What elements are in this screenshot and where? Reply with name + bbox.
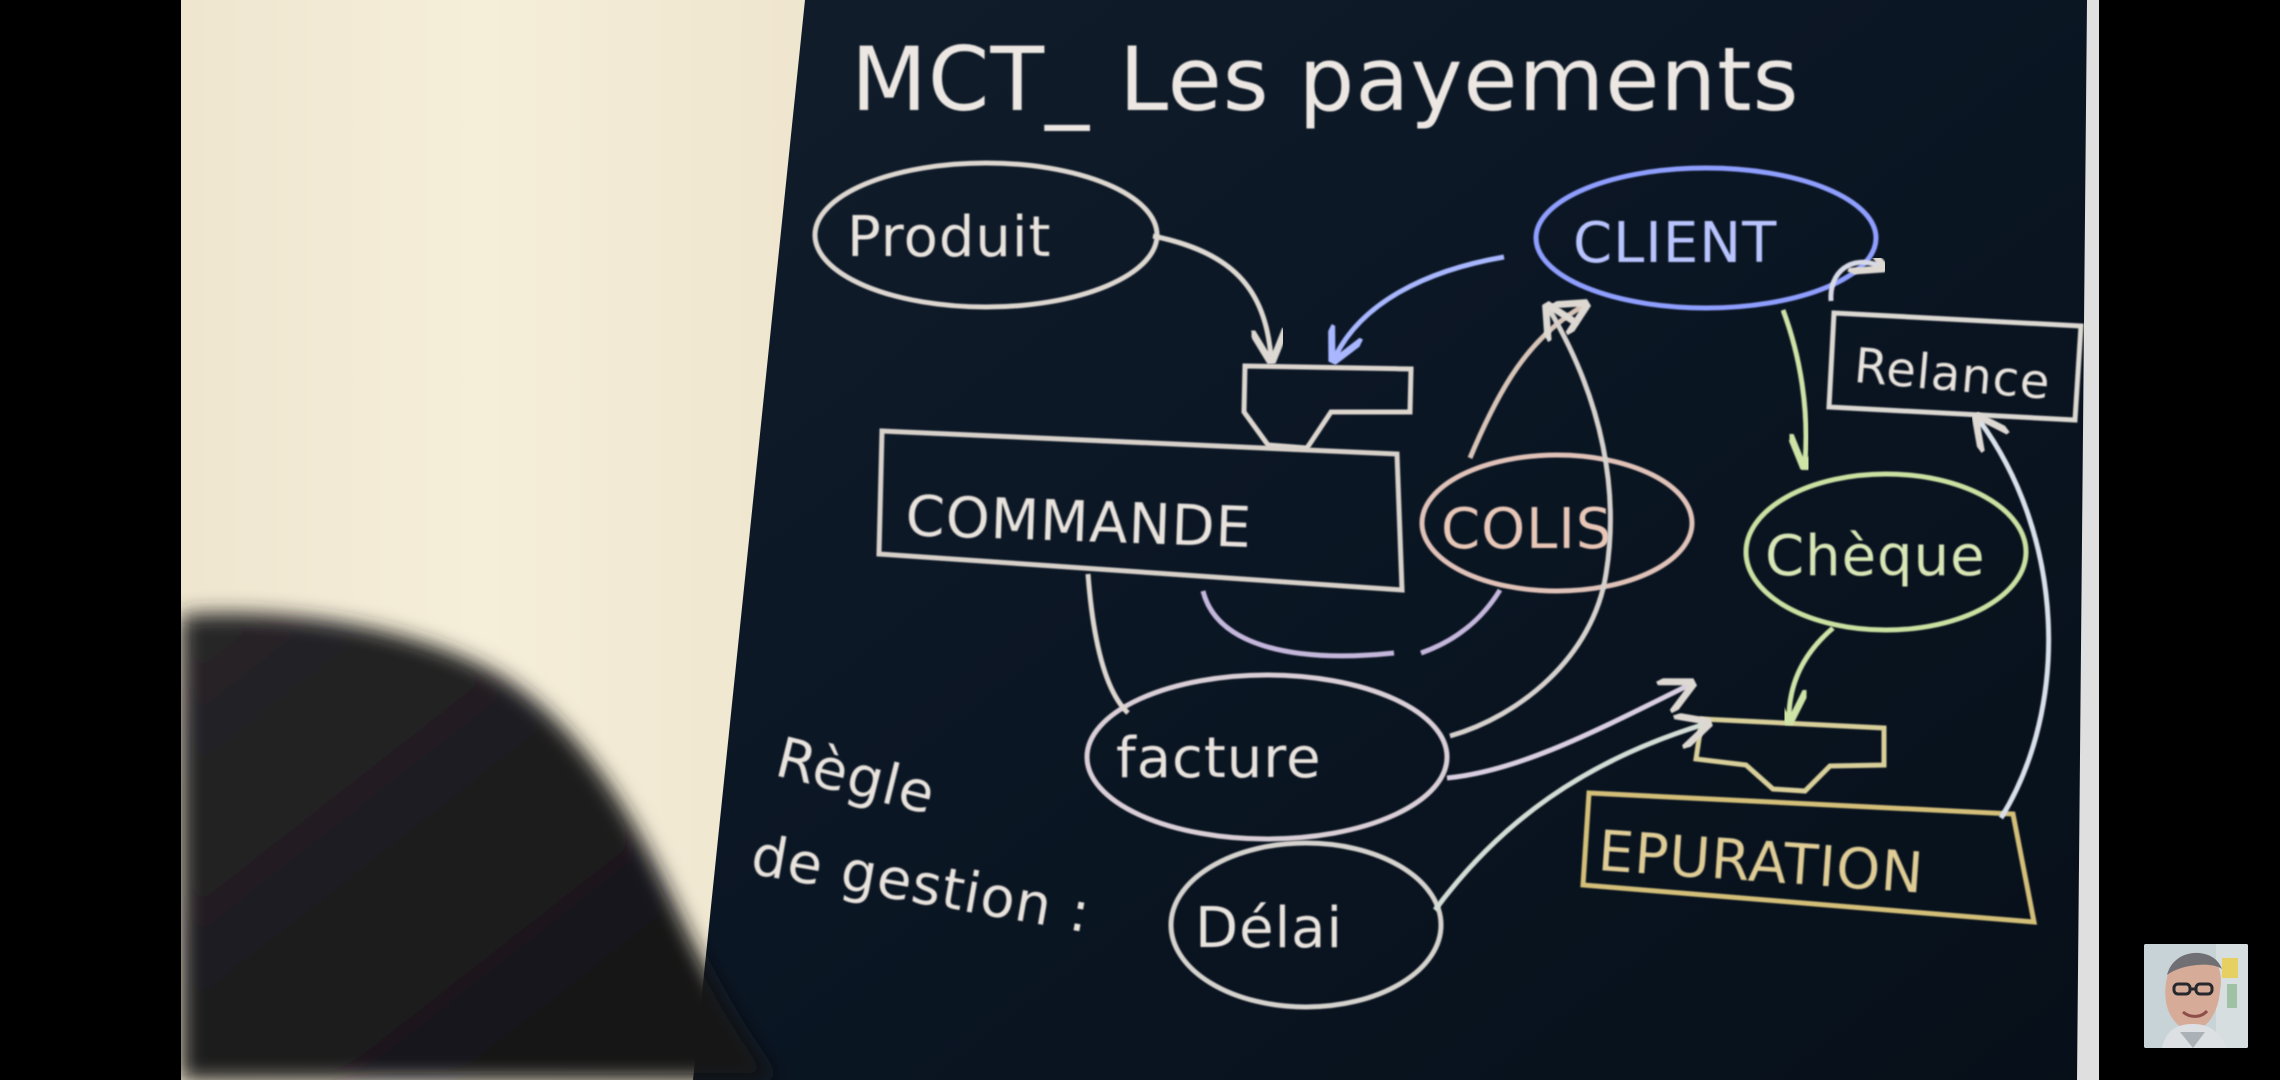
presenter-face-illustration [2144, 944, 2248, 1048]
shape-client: CLIENT [1533, 165, 1879, 311]
presenter-shoulder [181, 613, 777, 1080]
shape-produit: Produit [812, 160, 1160, 310]
shape-colis: COLIS [1419, 452, 1695, 594]
shape-delai: Délai [1168, 840, 1444, 1010]
node-colis: COLIS [1441, 497, 1612, 562]
video-content: MCT_ Les payements Produit CLIENT Relanc… [181, 0, 2099, 1080]
board-title: MCT_ Les payements [851, 28, 1800, 131]
chalkboard: MCT_ Les payements Produit CLIENT Relanc… [693, 0, 2099, 1080]
node-produit: Produit [847, 205, 1051, 270]
shape-order-funnel [1241, 363, 1414, 451]
node-cheque: Chèque [1765, 524, 1986, 589]
presenter-thumbnail [2144, 944, 2248, 1048]
node-commande: COMMANDE [905, 484, 1254, 561]
node-client: CLIENT [1573, 211, 1777, 276]
shape-commande: COMMANDE [876, 428, 1405, 593]
node-facture: facture [1116, 726, 1322, 791]
node-delai: Délai [1195, 896, 1343, 961]
shape-cheque: Chèque [1743, 471, 2029, 633]
shape-facture: facture [1084, 672, 1450, 842]
shape-epuration-funnel [1693, 716, 1887, 794]
